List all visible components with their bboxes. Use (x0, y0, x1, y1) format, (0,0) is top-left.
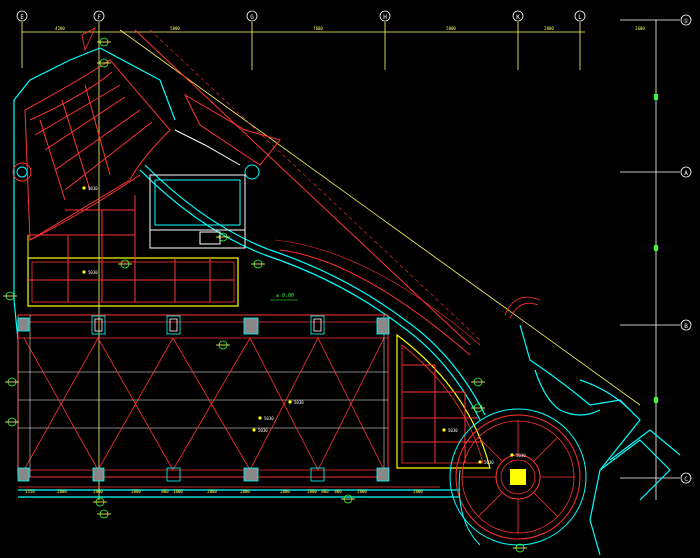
svg-text:A: A (684, 170, 688, 177)
level-marker (216, 232, 230, 242)
level-marker (513, 543, 527, 553)
svg-text:2800: 2800 (57, 489, 67, 494)
level-marker (216, 340, 230, 350)
top-axis-grid (21, 22, 585, 500)
svg-text:5030: 5030 (88, 186, 98, 191)
svg-text:800: 800 (321, 489, 329, 494)
svg-text:C: C (684, 476, 688, 483)
axis-bubble-a: A (680, 166, 692, 178)
elevation-tag: ± 0.00 (276, 293, 294, 299)
axis-bubble-g: G (246, 10, 258, 22)
svg-text:G: G (250, 14, 254, 21)
svg-text:5030: 5030 (448, 428, 458, 433)
level-marker (5, 417, 19, 427)
svg-text:L: L (578, 14, 582, 21)
level-marker (97, 58, 111, 68)
room-tag: 5030 (258, 416, 274, 421)
svg-text:5030: 5030 (264, 416, 274, 421)
svg-text:2800: 2800 (357, 489, 367, 494)
axis-bubble-c: C (680, 472, 692, 484)
right-axis-ticks (654, 94, 658, 403)
level-marker (93, 497, 107, 507)
room-tag: 5030 (442, 428, 458, 433)
svg-text:2800: 2800 (93, 489, 103, 494)
axis-bubble-k: K (512, 10, 524, 22)
diagonal-boundary-lines (119, 29, 641, 406)
svg-text:1150: 1150 (25, 489, 35, 494)
svg-text:B: B (684, 323, 688, 330)
svg-text:H: H (383, 14, 387, 21)
axis-bubble-b: B (680, 319, 692, 331)
door-swings (81, 27, 541, 319)
svg-text:5800: 5800 (170, 26, 180, 31)
svg-text:2800: 2800 (207, 489, 217, 494)
svg-text:5030: 5030 (484, 460, 494, 465)
room-tag: 5030 (478, 460, 494, 465)
svg-text:800: 800 (161, 489, 169, 494)
axis-bubble-f: F (93, 10, 105, 22)
room-tag: 5030 (82, 186, 98, 191)
svg-text:5800: 5800 (446, 26, 456, 31)
top-axis-bubbles: E F G H K L (16, 10, 586, 22)
svg-text:F: F (97, 14, 101, 21)
top-dimensions: 4200 5800 7600 5800 2800 2600 (55, 26, 645, 31)
level-marker (3, 291, 17, 301)
room-tag: 5030 (510, 453, 526, 458)
level-marker (5, 377, 19, 387)
level-marker (97, 509, 111, 519)
svg-text:5030: 5030 (258, 428, 268, 433)
level-marker (471, 403, 485, 413)
level-marker (471, 377, 485, 387)
left-room-grid (27, 195, 239, 307)
svg-text:2800: 2800 (544, 26, 554, 31)
svg-text:5030: 5030 (294, 400, 304, 405)
svg-text:5030: 5030 (516, 453, 526, 458)
level-markers (3, 37, 527, 553)
round-pavilion (449, 408, 587, 546)
svg-text:7600: 7600 (313, 26, 323, 31)
svg-text:4200: 4200 (55, 26, 65, 31)
fan-wing (24, 59, 171, 241)
main-hall (17, 314, 389, 478)
right-axis-bubbles: ① A B C (680, 14, 692, 484)
level-marker (118, 259, 132, 269)
svg-text:2600: 2600 (635, 26, 645, 31)
room-tag: 5030 (252, 428, 268, 433)
svg-text:5030: 5030 (88, 270, 98, 275)
svg-text:2800: 2800 (240, 489, 250, 494)
room-tag: 5030 (288, 400, 304, 405)
axis-bubble-h: H (379, 10, 391, 22)
triangular-room (396, 333, 491, 469)
axis-bubble-e: E (16, 10, 28, 22)
svg-text:800: 800 (334, 489, 342, 494)
room-tags: 5030 5030 5030 5030 5030 5030 5030 5030 (82, 186, 526, 465)
level-marker (251, 259, 265, 269)
level-marker (97, 37, 111, 47)
svg-text:2800: 2800 (413, 489, 423, 494)
svg-text:2800: 2800 (131, 489, 141, 494)
svg-text:K: K (516, 14, 520, 21)
svg-text:2800: 2800 (307, 489, 317, 494)
level-marker (341, 494, 355, 504)
service-core (12, 93, 281, 249)
axis-bubble-1: ① (680, 14, 692, 26)
room-tag: 5030 (82, 270, 98, 275)
svg-text:2800: 2800 (280, 489, 290, 494)
structural-columns (17, 315, 390, 482)
svg-text:1600: 1600 (173, 489, 183, 494)
svg-text:E: E (20, 14, 24, 21)
svg-text:①: ① (683, 18, 688, 25)
axis-bubble-l: L (574, 10, 586, 22)
bottom-dimensions: 1150 2800 2800 2800 800 1600 2800 2800 2… (25, 489, 423, 494)
